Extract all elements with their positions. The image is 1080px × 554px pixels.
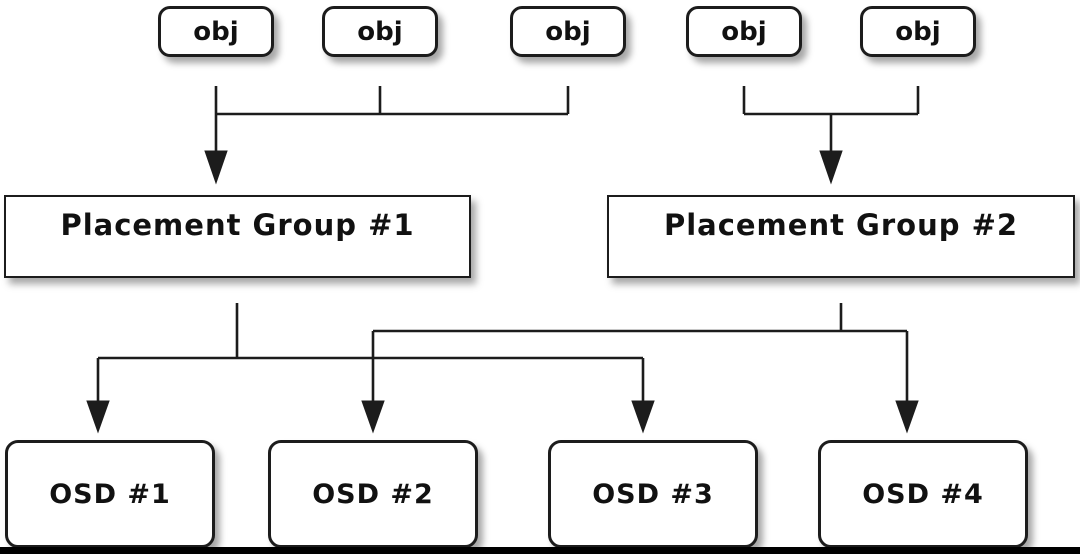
obj-node-3: obj: [510, 6, 626, 57]
osd-node-1: OSD #1: [5, 440, 215, 548]
obj-node-1-label: obj: [193, 16, 239, 47]
obj-node-1: obj: [158, 6, 274, 57]
obj-node-5: obj: [860, 6, 976, 57]
obj-node-4-label: obj: [721, 16, 767, 47]
bottom-edge-bar: [0, 547, 1080, 554]
osd-node-4: OSD #4: [818, 440, 1028, 548]
osd-node-1-label: OSD #1: [49, 478, 171, 510]
obj-node-4: obj: [686, 6, 802, 57]
osd-node-3: OSD #3: [548, 440, 758, 548]
osd-node-2-label: OSD #2: [312, 478, 434, 510]
arrowhead-pg2: [819, 150, 843, 185]
obj-node-2: obj: [322, 6, 438, 57]
placement-group-1: Placement Group #1: [4, 195, 471, 278]
osd-node-4-label: OSD #4: [862, 478, 984, 510]
arrowhead-osd2: [361, 400, 385, 434]
obj-node-2-label: obj: [357, 16, 403, 47]
obj-node-5-label: obj: [895, 16, 941, 47]
placement-group-2: Placement Group #2: [607, 195, 1075, 278]
placement-group-1-label: Placement Group #1: [60, 208, 415, 242]
arrowhead-osd1: [86, 400, 110, 434]
arrowhead-osd4: [895, 400, 919, 434]
obj-node-3-label: obj: [545, 16, 591, 47]
arrowhead-pg1: [204, 150, 228, 185]
arrowhead-osd3: [631, 400, 655, 434]
osd-node-2: OSD #2: [268, 440, 478, 548]
osd-node-3-label: OSD #3: [592, 478, 714, 510]
placement-group-2-label: Placement Group #2: [663, 208, 1019, 242]
